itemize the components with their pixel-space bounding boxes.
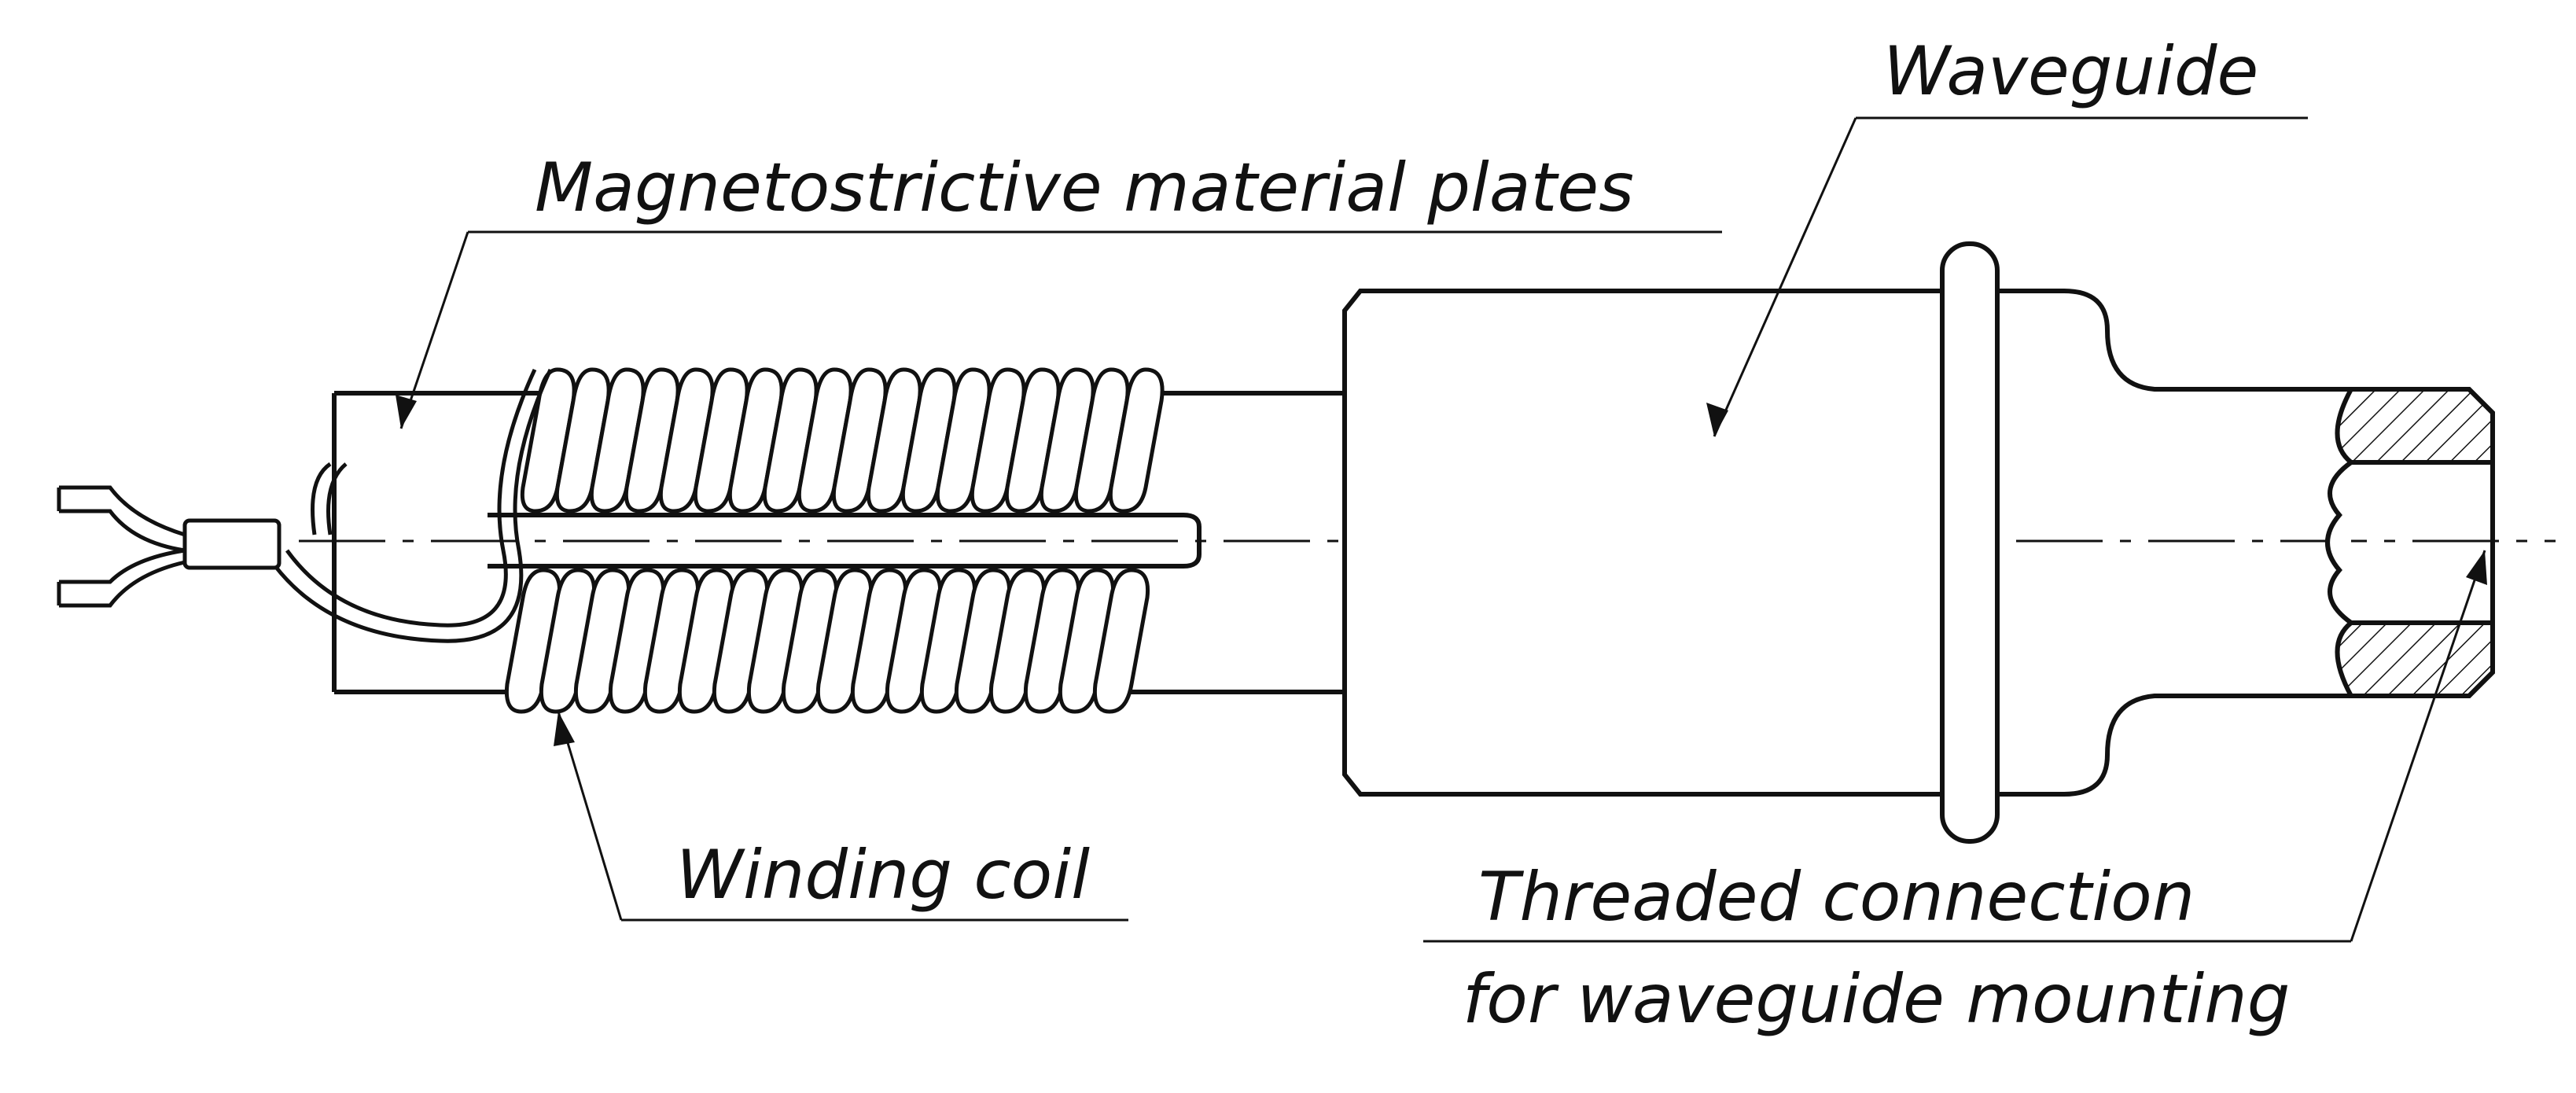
winding-coil	[504, 367, 1165, 714]
coil-turn-upper	[589, 367, 646, 513]
arrowheads	[396, 395, 2487, 746]
label-threaded-line1: Threaded connection	[1478, 858, 2195, 937]
coil-turn-upper	[1004, 367, 1061, 513]
coil-turn-upper	[970, 367, 1026, 513]
coil-turn-upper	[935, 367, 992, 513]
coil-turn-upper	[554, 367, 611, 513]
coil-turn-upper	[693, 367, 749, 513]
coil-turn-upper	[658, 367, 715, 513]
coil-turn-upper	[762, 367, 819, 513]
coil-turn-upper	[1073, 367, 1130, 513]
coil-turn-lower	[1092, 568, 1150, 714]
label-threaded-line2: for waveguide mounting	[1463, 960, 2290, 1039]
coil-turn-upper	[900, 367, 957, 513]
coil-turn-upper	[727, 367, 784, 513]
coil-turn-upper	[1039, 367, 1095, 513]
label-plates: Magnetostrictive material plates	[535, 149, 1634, 227]
lead-wires	[57, 368, 553, 643]
coil-turn-upper	[797, 367, 853, 513]
label-waveguide: Waveguide	[1883, 32, 2258, 111]
waveguide-body	[1342, 241, 2495, 844]
coil-turn-upper	[1108, 367, 1165, 513]
coil-turn-upper	[866, 367, 922, 513]
leader-lines	[399, 116, 2486, 943]
label-winding-coil: Winding coil	[676, 836, 1090, 915]
coil-turn-upper	[831, 367, 888, 513]
coil-turn-upper	[624, 367, 680, 513]
